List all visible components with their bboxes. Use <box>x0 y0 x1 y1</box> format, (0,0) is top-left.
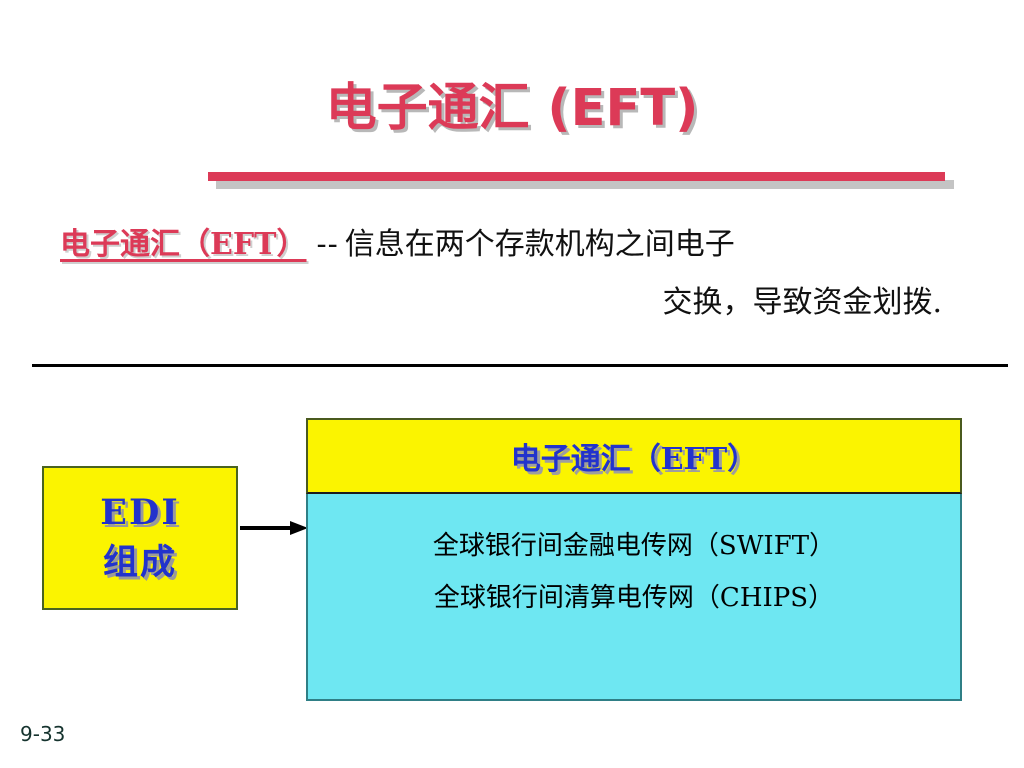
subtitle-term: 电子通汇（EFT） <box>60 227 307 262</box>
eft-panel-header-text: 电子通汇（EFT） <box>510 442 758 477</box>
eft-panel-body: 全球银行间金融电传网（SWIFT） 全球银行间清算电传网（CHIPS） <box>306 494 962 701</box>
edi-box-line-1: EDI <box>100 492 180 533</box>
section-divider <box>32 364 1008 367</box>
subtitle-block: 电子通汇（EFT） --信息在两个存款机构之间电子 交换，导致资金划拨. <box>60 216 970 332</box>
list-item: 全球银行间金融电传网（SWIFT） <box>432 531 836 561</box>
subtitle-dashes: -- <box>316 227 339 262</box>
edi-box: EDI 组成 <box>42 466 238 610</box>
arrow-right-icon <box>240 521 308 535</box>
subtitle-line-1: 电子通汇（EFT） --信息在两个存款机构之间电子 <box>60 216 970 274</box>
subtitle-line-1-text: 信息在两个存款机构之间电子 <box>344 227 735 262</box>
page-title: 电子通汇 (EFT) <box>325 79 699 138</box>
eft-panel: 电子通汇（EFT） 全球银行间金融电传网（SWIFT） 全球银行间清算电传网（C… <box>306 418 962 701</box>
title-rule-shadow <box>216 180 954 189</box>
subtitle-line-2: 交换，导致资金划拨. <box>662 285 942 320</box>
edi-box-line-2: 组成 <box>102 542 177 583</box>
page-number: 9-33 <box>20 722 66 746</box>
list-item: 全球银行间清算电传网（CHIPS） <box>433 583 835 613</box>
eft-panel-header: 电子通汇（EFT） <box>306 418 962 494</box>
title-rule <box>208 172 945 181</box>
